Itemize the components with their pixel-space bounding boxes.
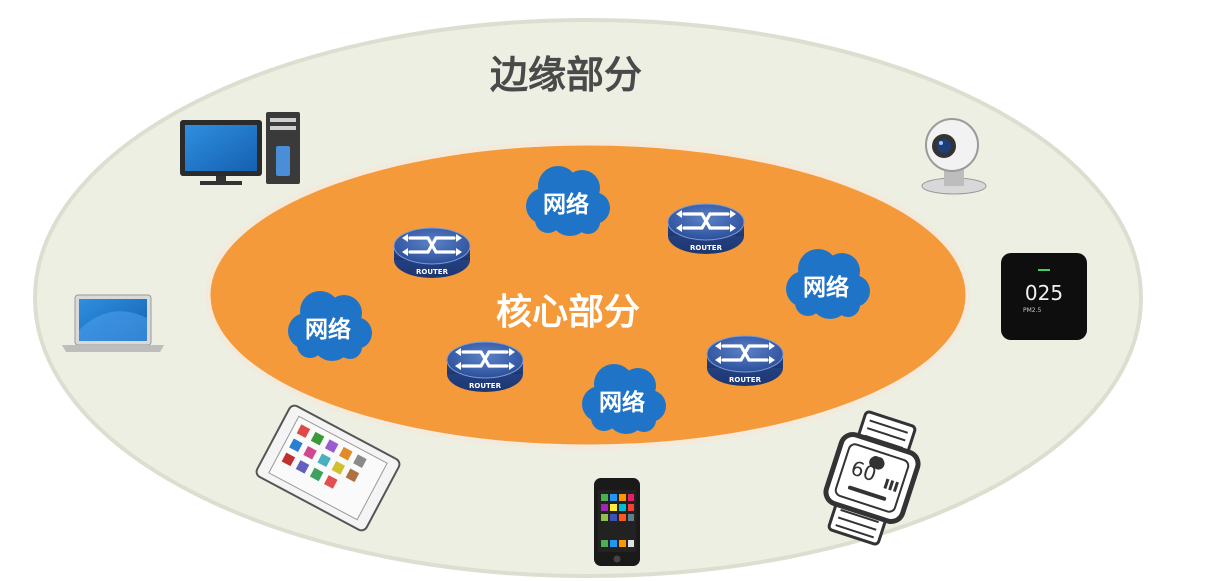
webcam-icon xyxy=(921,118,987,195)
router-2-label: ROUTER xyxy=(690,244,722,252)
cloud-3-label: 网络 xyxy=(305,317,351,343)
cloud-1-label: 网络 xyxy=(543,192,589,218)
laptop-icon xyxy=(62,294,164,352)
sensor-value: 025 xyxy=(1024,281,1064,305)
air-sensor-icon: 025 PM2.5 xyxy=(1001,253,1087,340)
router-1-label: ROUTER xyxy=(416,268,448,276)
desktop-computer-icon xyxy=(180,112,300,185)
cloud-4-label: 网络 xyxy=(599,390,645,416)
sensor-indicator xyxy=(1038,269,1050,271)
core-part-title: 核心部分 xyxy=(496,292,641,333)
smartwatch-icon xyxy=(823,410,921,546)
smartphone-icon xyxy=(594,478,640,566)
cloud-2-label: 网络 xyxy=(803,275,849,301)
sensor-sublabel: PM2.5 xyxy=(1023,307,1042,314)
edge-part-title: 边缘部分 xyxy=(490,53,643,97)
router-3-label: ROUTER xyxy=(469,382,501,390)
tablet-icon xyxy=(255,404,401,532)
router-4-label: ROUTER xyxy=(729,376,761,384)
